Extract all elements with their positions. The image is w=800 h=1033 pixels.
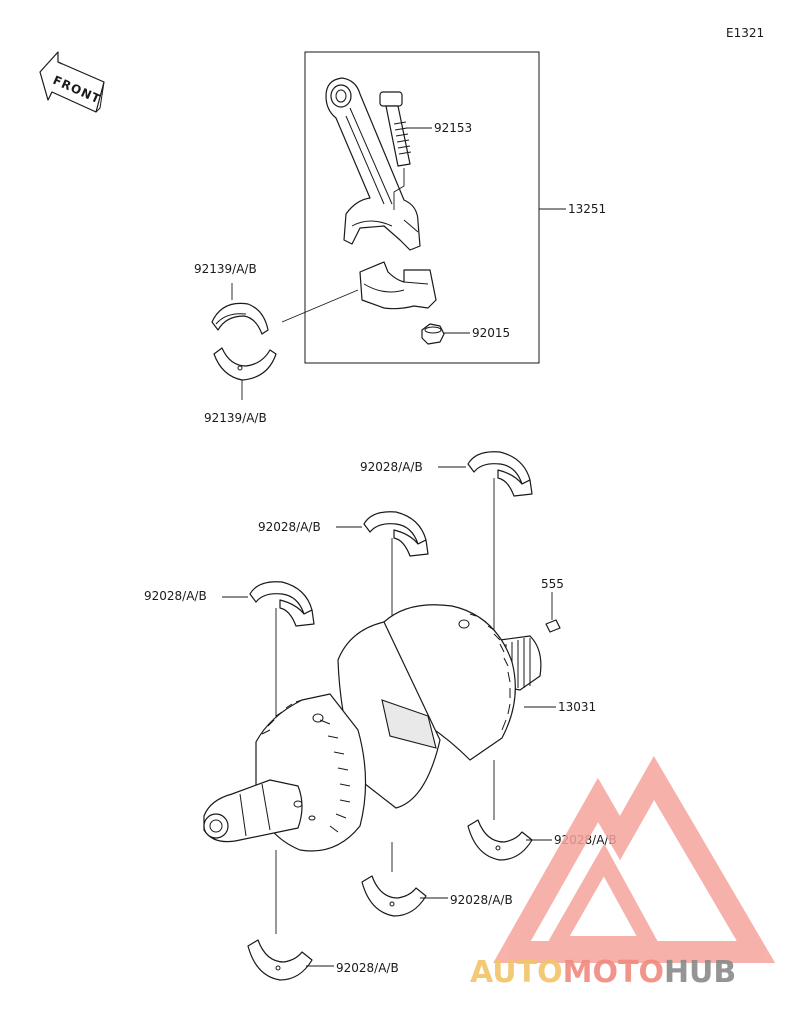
rod-cap <box>359 261 437 310</box>
label-92028-6: 92028/A/B <box>336 961 399 975</box>
pin-555 <box>545 619 561 633</box>
label-92153: 92153 <box>434 121 472 135</box>
main-bearing-upper-3 <box>249 581 315 627</box>
label-13251: 13251 <box>568 202 606 216</box>
automotohub-logo-icon <box>493 755 776 963</box>
automotohub-watermark: AUTOMOTOHUB <box>470 955 736 990</box>
svg-text:AUTOMOTOHUB: AUTOMOTOHUB <box>470 955 736 990</box>
main-bearing-upper-2 <box>363 511 429 557</box>
label-13031: 13031 <box>558 700 596 714</box>
connecting-rod <box>325 77 421 251</box>
main-bearing-lower-6 <box>247 939 313 981</box>
label-92028-5: 92028/A/B <box>450 893 513 907</box>
label-92015: 92015 <box>472 326 510 340</box>
label-92139-top: 92139/A/B <box>194 262 257 276</box>
rod-assembly-frame <box>304 51 540 364</box>
label-92139-bottom: 92139/A/B <box>204 411 267 425</box>
main-bearing-lower-4 <box>467 819 533 861</box>
front-arrow-icon: FRONT <box>39 51 105 113</box>
label-555: 555 <box>541 577 564 591</box>
crankshaft <box>203 604 542 852</box>
label-92028-3: 92028/A/B <box>144 589 207 603</box>
rod-bearing-upper <box>211 302 269 335</box>
watermark-auto: AUTO <box>470 955 563 990</box>
diagram-code: E1321 <box>726 26 764 40</box>
watermark-hub: HUB <box>664 955 736 990</box>
rod-bearing-lower <box>213 347 277 381</box>
rod-bolt <box>379 91 412 167</box>
label-92028-2: 92028/A/B <box>258 520 321 534</box>
label-92028-1: 92028/A/B <box>360 460 423 474</box>
watermark-moto: MOTO <box>563 955 664 990</box>
rod-nut <box>421 323 445 345</box>
main-bearing-lower-5 <box>361 875 427 917</box>
main-bearing-upper-1 <box>467 451 533 497</box>
